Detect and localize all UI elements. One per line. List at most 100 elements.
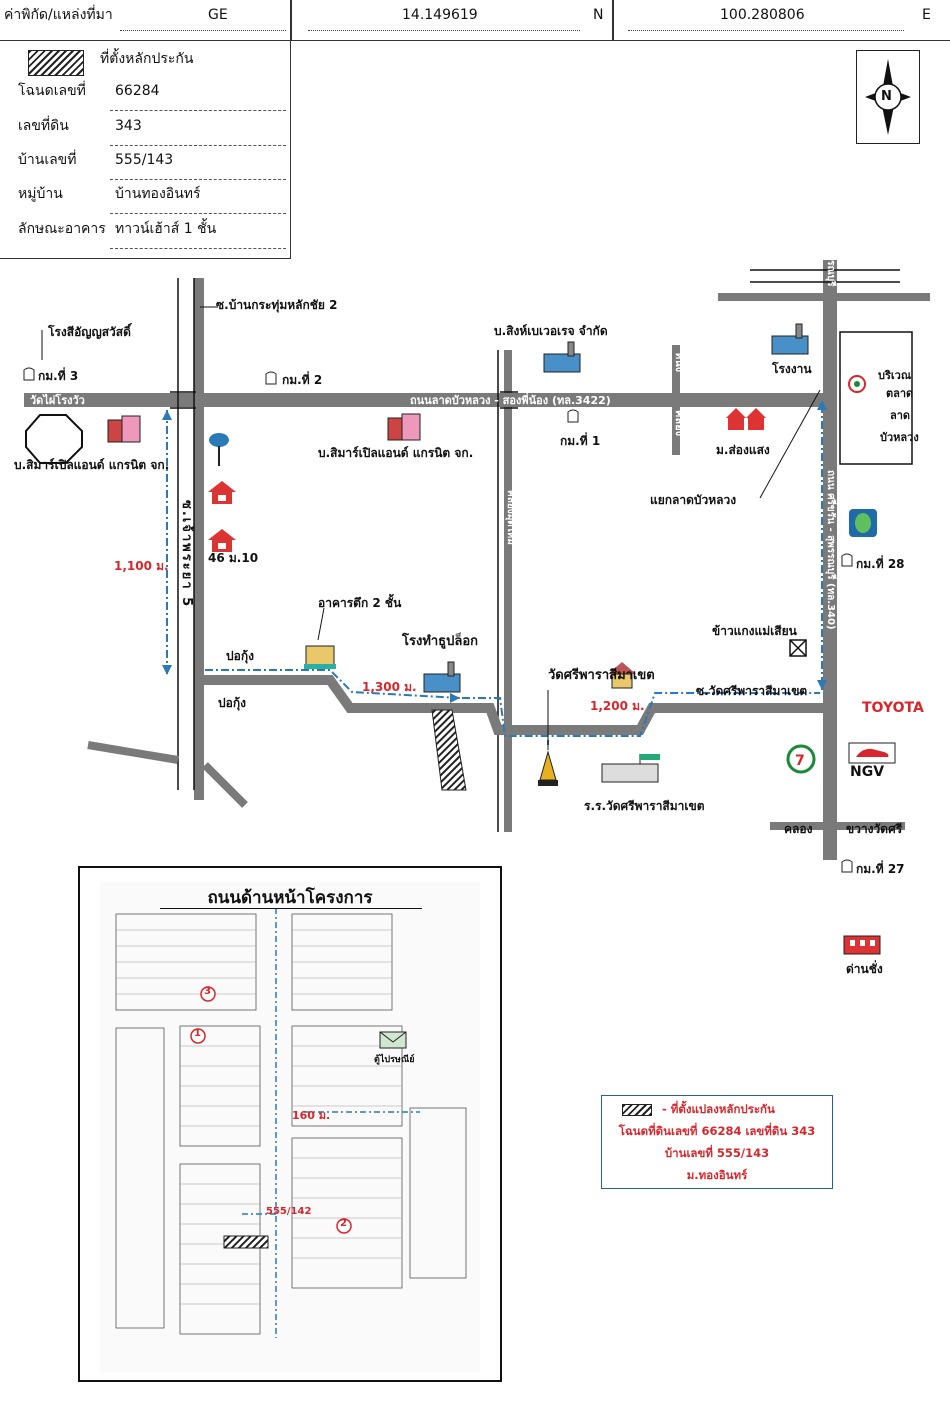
legend-line-2: โฉนดที่ดินเลขที่ 66284 เลขที่ดิน 343 [618, 1124, 816, 1138]
underline [628, 30, 904, 32]
divider [612, 0, 614, 40]
rice-mill-label: โรงสีอัญญสวัสดิ์ [48, 325, 131, 339]
inset-house-number: 555/142 [266, 1206, 312, 1217]
house-number-value: 555/143 [115, 152, 174, 168]
north-compass: N [856, 50, 920, 144]
market-area-line-1: บริเวณ [878, 369, 912, 382]
latitude-value: 14.149619 [402, 7, 478, 23]
km-marker-icon [265, 371, 277, 385]
legend-line-1: - ที่ตั้งแปลงหลักประกัน [662, 1102, 775, 1116]
intersection-label: แยกลาดบัวหลวง [650, 493, 737, 507]
house-46-label: 46 ม.10 [208, 551, 259, 565]
house-icon [208, 481, 236, 504]
inset-marker-3: 3 [204, 986, 211, 997]
market-area-line-3: ลาด [890, 409, 911, 422]
factory-icon [771, 323, 809, 355]
km-marker-icon [841, 859, 853, 873]
dotted-line [110, 213, 286, 214]
khaokaeng-label: ข้าวแกงแม่เสียน [712, 624, 797, 638]
house-icon [208, 529, 236, 552]
dotted-line [110, 145, 286, 146]
km-marker-icon [567, 409, 579, 423]
km1-label: กม.ที่ 1 [560, 434, 601, 448]
pagoda-icon [538, 750, 558, 786]
collateral-legend: - ที่ตั้งแปลงหลักประกัน โฉนดที่ดินเลขที่… [601, 1095, 833, 1189]
school-label: ร.ร.วัดศรีพาราสีมาเขต [584, 799, 705, 813]
dotted-line [110, 179, 286, 180]
simar-left-label: บ.สิมาร์เปิลแอนด์ แกรนิต จก. [14, 458, 170, 472]
khlong-lower-label: คลอง [784, 822, 813, 836]
market-area-line-4: บัวหลวง [880, 431, 919, 444]
collateral-legend-label: ที่ตั้งหลักประกัน [100, 51, 194, 67]
svg-text:7: 7 [795, 753, 805, 769]
distance-1300-label: 1,300 ม. [362, 680, 417, 694]
dotted-line [110, 110, 286, 111]
coordinate-source-label: ค่าพิกัด/แหล่งที่มา [4, 7, 113, 23]
underline [120, 30, 286, 32]
houses-icon [726, 408, 766, 430]
project-layout-inset: ถนนด้านหน้าโครงการ 3 1 2 160 ม. 555/142 … [78, 866, 502, 1382]
building-type-label: ลักษณะอาคาร [18, 221, 106, 237]
inset-marker-1: 1 [194, 1028, 201, 1039]
collateral-info-box: ที่ตั้งหลักประกัน โฉนดเลขที่ 66284 เลขที… [0, 40, 291, 259]
km3-label: กม.ที่ 3 [38, 369, 79, 383]
village-label: หมู่บ้าน [18, 186, 63, 202]
inset-distance-160: 160 ม. [292, 1109, 331, 1122]
km27-label: กม.ที่ 27 [856, 862, 905, 876]
pokung-label-1: ปอกุ้ง [226, 649, 254, 663]
school-icon [601, 754, 660, 783]
main-road-label: ถนนลาดบัวหลวง - สองพี่น้อง (ทล.3422) [410, 394, 611, 407]
market-area-line-2: ตลาด [886, 387, 914, 400]
km-marker-icon [23, 367, 35, 381]
title-deed-label: โฉนดเลขที่ [18, 83, 86, 99]
inset-marker-2: 2 [340, 1218, 347, 1229]
coordinate-header: ค่าพิกัด/แหล่งที่มา GE 14.149619 N 100.2… [0, 0, 950, 41]
distance-1100-label: 1,100 ม. [114, 559, 169, 573]
inset-post-label: ตู้ไปรษณีย์ [374, 1055, 415, 1065]
inset-title-underline [160, 908, 422, 909]
toll-label: ด่านชั่ง [846, 962, 883, 976]
buildings-icon [107, 415, 141, 443]
coordinate-source-value: GE [208, 7, 228, 23]
legend-line-3: บ้านเลขที่ 555/143 [664, 1146, 770, 1160]
temple-icon [608, 662, 636, 689]
khlong-mudmai-label: คลองมุดใหม่ [505, 490, 516, 545]
km-marker-icon [841, 553, 853, 567]
water-tower-icon [209, 433, 229, 466]
suphan-top-label: สุพรรณบุรี [825, 242, 836, 287]
soi-ban-kratum-label: ซ.บ้านกระทุ่มหลักชัย 2 [216, 298, 338, 312]
soi-chao-phraya-label: ซ.เจ้าพระยา 5 [179, 500, 194, 609]
buildings-icon [387, 413, 421, 441]
building-type-value: ทาวน์เฮ้าส์ 1 ชั้น [115, 221, 217, 237]
underline [308, 30, 580, 32]
toll-building-icon [843, 935, 881, 955]
krungthep-label: กรุงเทพฯ [826, 900, 839, 943]
compass-north-letter: N [881, 89, 892, 104]
seven-eleven-icon: 7 [786, 744, 816, 774]
title-deed-value: 66284 [115, 83, 160, 99]
house-number-label: บ้านเลขที่ [18, 152, 77, 168]
inset-title: ถนนด้านหน้าโครงการ [207, 888, 373, 908]
factory-icon [543, 341, 581, 373]
divider [290, 0, 292, 40]
latitude-direction: N [593, 7, 604, 23]
incense-factory-label: โรงทำธูปล็อก [402, 634, 479, 649]
khlong-label: คลอง [673, 410, 686, 437]
land-number-label: เลขที่ดิน [18, 118, 69, 134]
ngv-car-icon [848, 742, 896, 764]
legend-hatch-swatch [622, 1104, 652, 1116]
longitude-value: 100.280806 [720, 7, 805, 23]
collateral-hatch-swatch [28, 50, 84, 76]
km28-label: กม.ที่ 28 [856, 557, 905, 571]
mo-songsang-label: ม.ส่องแสง [716, 443, 770, 457]
map-roads [24, 260, 930, 860]
village-value: บ้านทองอินทร์ [115, 186, 201, 202]
gas-station-leaf-icon [849, 509, 877, 537]
land-number-value: 343 [115, 118, 142, 134]
legend-line-4: ม.ทองอินทร์ [686, 1168, 748, 1182]
khwang-wat-label: ขวางวัดศรี [846, 822, 903, 836]
soi-wat-sri-label: ซ.วัดศรีพาราสีมาเขต [696, 684, 808, 698]
wat-sri-label: วัดศรีพาราสีมาเขต [548, 668, 655, 683]
highway-340-label: ถนน ศรีขรัน - สุพรรณบุรี (ทล.340) [825, 470, 836, 630]
km2-label: กม.ที่ 2 [282, 373, 323, 387]
